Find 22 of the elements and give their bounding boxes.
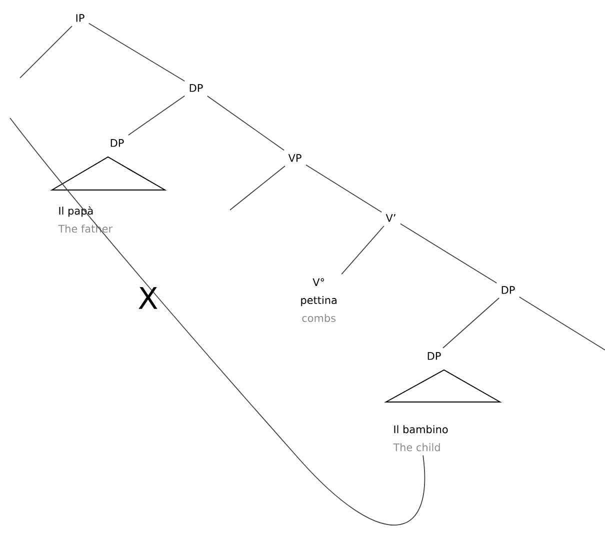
category-label: DP — [190, 84, 203, 92]
branch-line — [128, 95, 186, 136]
category-label: V’ — [386, 214, 396, 222]
node-label: Il bambino — [394, 425, 448, 434]
category-label: DP — [502, 286, 515, 294]
branch-line — [88, 22, 186, 82]
branch-line — [400, 223, 498, 284]
branch-line — [341, 226, 384, 275]
node-label: The child — [393, 443, 440, 452]
category-label: VP — [288, 154, 302, 162]
branch-line — [230, 166, 286, 210]
category-label: DP — [428, 352, 441, 360]
word-stack: V° pettina combs — [301, 278, 336, 322]
branch-line — [20, 26, 72, 78]
branch-line — [306, 164, 382, 213]
movement-line — [10, 118, 426, 526]
category-label: DP — [110, 139, 124, 147]
branch-line — [442, 298, 500, 348]
branch-line — [206, 96, 285, 151]
category-label: IP — [76, 14, 84, 22]
strike-mark: X — [138, 287, 158, 309]
branch-line — [518, 296, 605, 350]
